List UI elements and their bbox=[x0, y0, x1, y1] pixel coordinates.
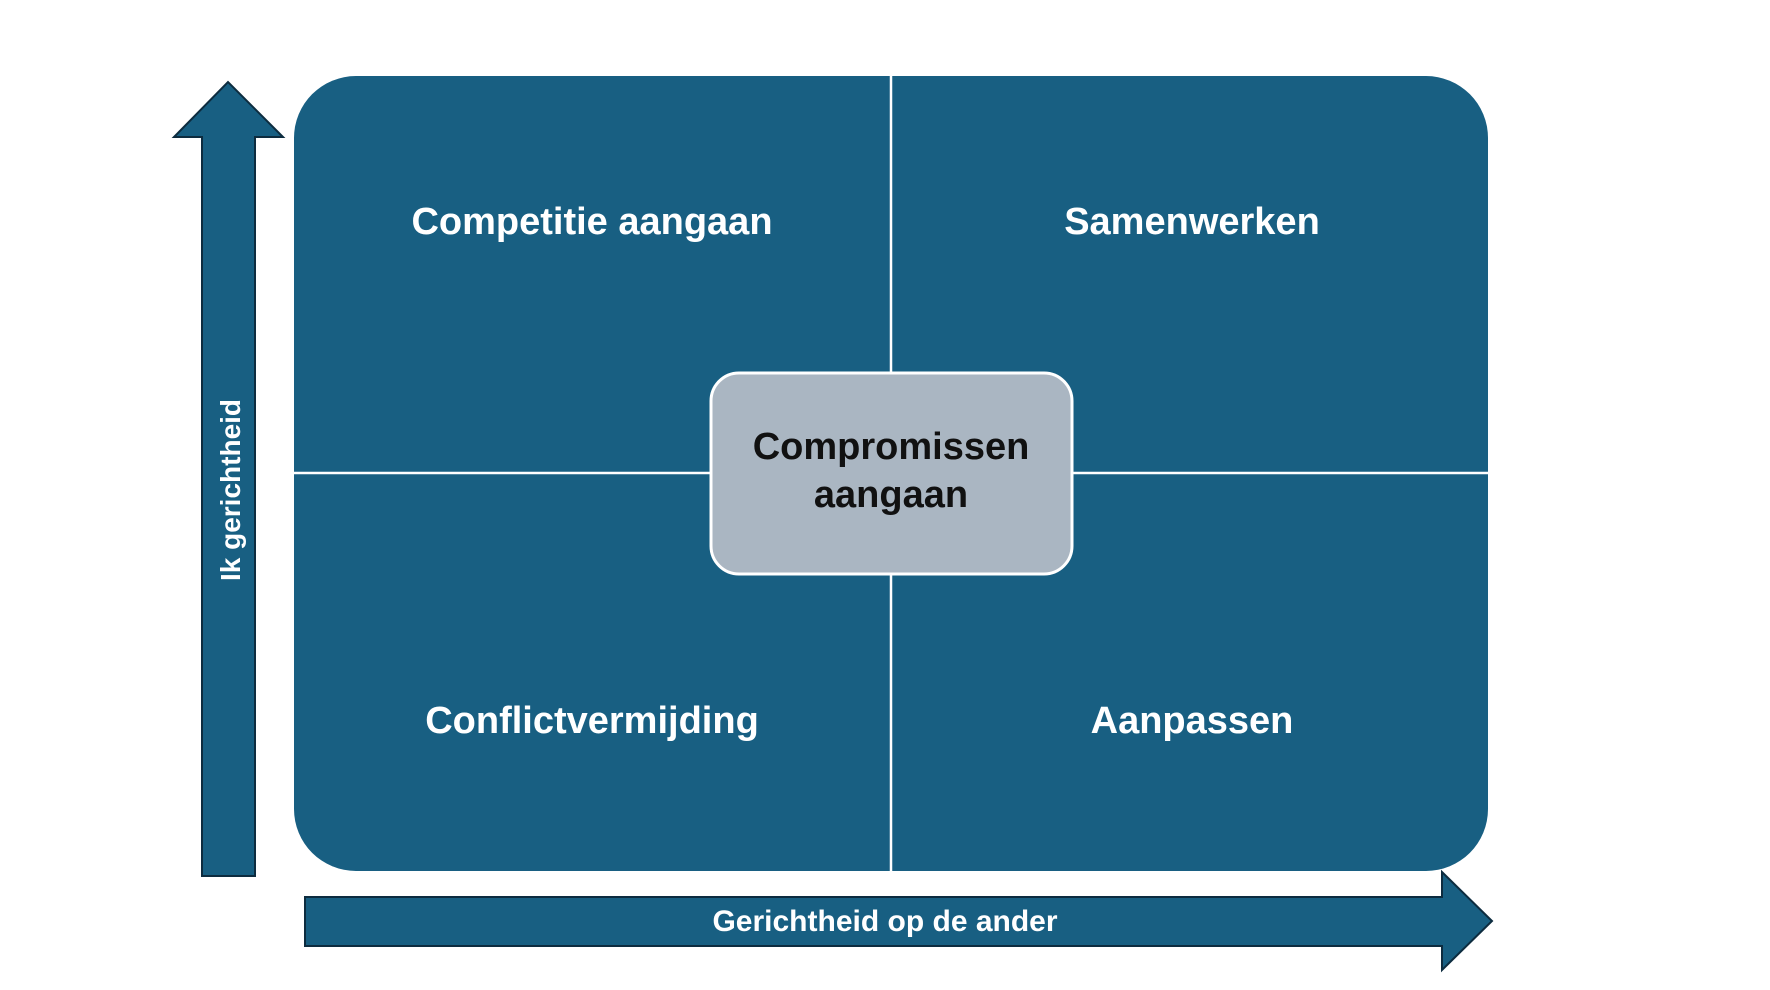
quadrant-top-right-label: Samenwerken bbox=[1064, 201, 1320, 243]
quadrant-bottom-right-label: Aanpassen bbox=[1091, 700, 1294, 742]
quadrant-bottom-left-label: Conflictvermijding bbox=[425, 700, 759, 742]
quadrant-top-left-label: Competitie aangaan bbox=[411, 201, 772, 243]
vertical-axis-label: Ik gerichtheid bbox=[215, 399, 246, 581]
vertical-axis-arrow bbox=[171, 80, 286, 877]
center-label-line1: Compromissen bbox=[753, 426, 1030, 468]
center-box bbox=[709, 371, 1074, 576]
horizontal-axis-label: Gerichtheid op de ander bbox=[712, 905, 1057, 938]
center-label-line2: aangaan bbox=[814, 474, 968, 516]
horizontal-axis-arrow bbox=[304, 869, 1494, 973]
